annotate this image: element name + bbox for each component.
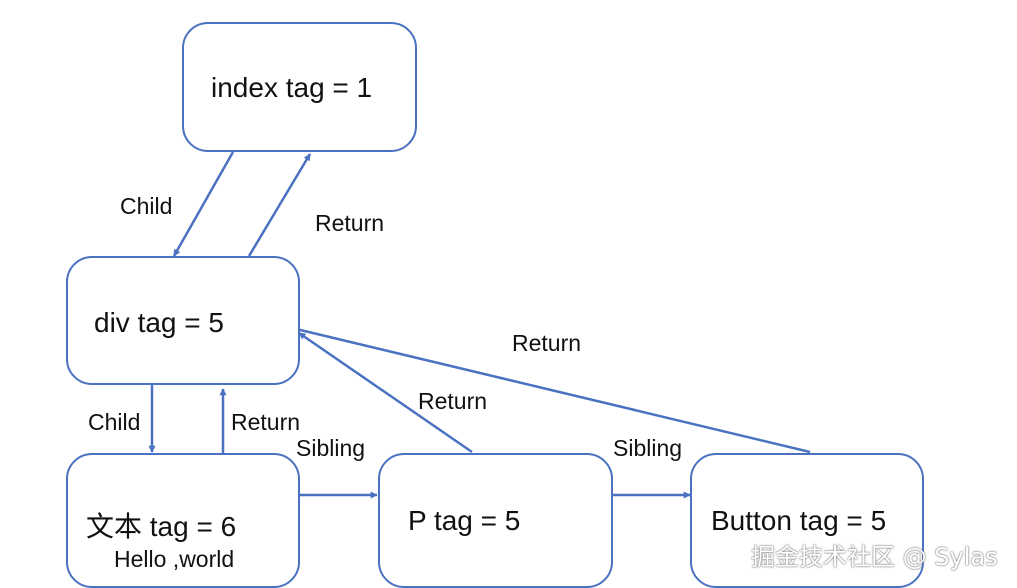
text-node [66,453,300,588]
edge-label-button-div-return: Return [512,330,582,356]
edge-label-div-text-child: Child [88,409,141,435]
p-node-label: P tag = 5 [408,505,521,536]
edge-label-text-div-return: Return [231,409,301,435]
div-node [66,256,300,385]
edge-label-index-div-child: Child [120,193,173,219]
edge-index-to-div-child [172,151,235,257]
edge-label-p-button-sibling: Sibling [613,435,683,461]
edge-p-to-div-return [298,331,473,454]
div-node-label: div tag = 5 [94,307,224,338]
edge-label-text-p-sibling: Sibling [296,435,366,461]
watermark: 掘金技术社区 @ Sylas [751,543,998,571]
edge-div-to-index-return [247,153,312,257]
edge-button-to-div-return [291,326,811,454]
edge-label-p-div-return: Return [418,388,488,414]
button-node [690,453,924,588]
text-node-content: Hello ,world [114,546,235,572]
text-node-label: 文本 tag = 6 [86,511,237,542]
index-node-label: index tag = 1 [211,72,373,103]
edge-label-div-index-return: Return [315,210,385,236]
button-node-label: Button tag = 5 [711,505,887,536]
index-node [182,22,417,152]
